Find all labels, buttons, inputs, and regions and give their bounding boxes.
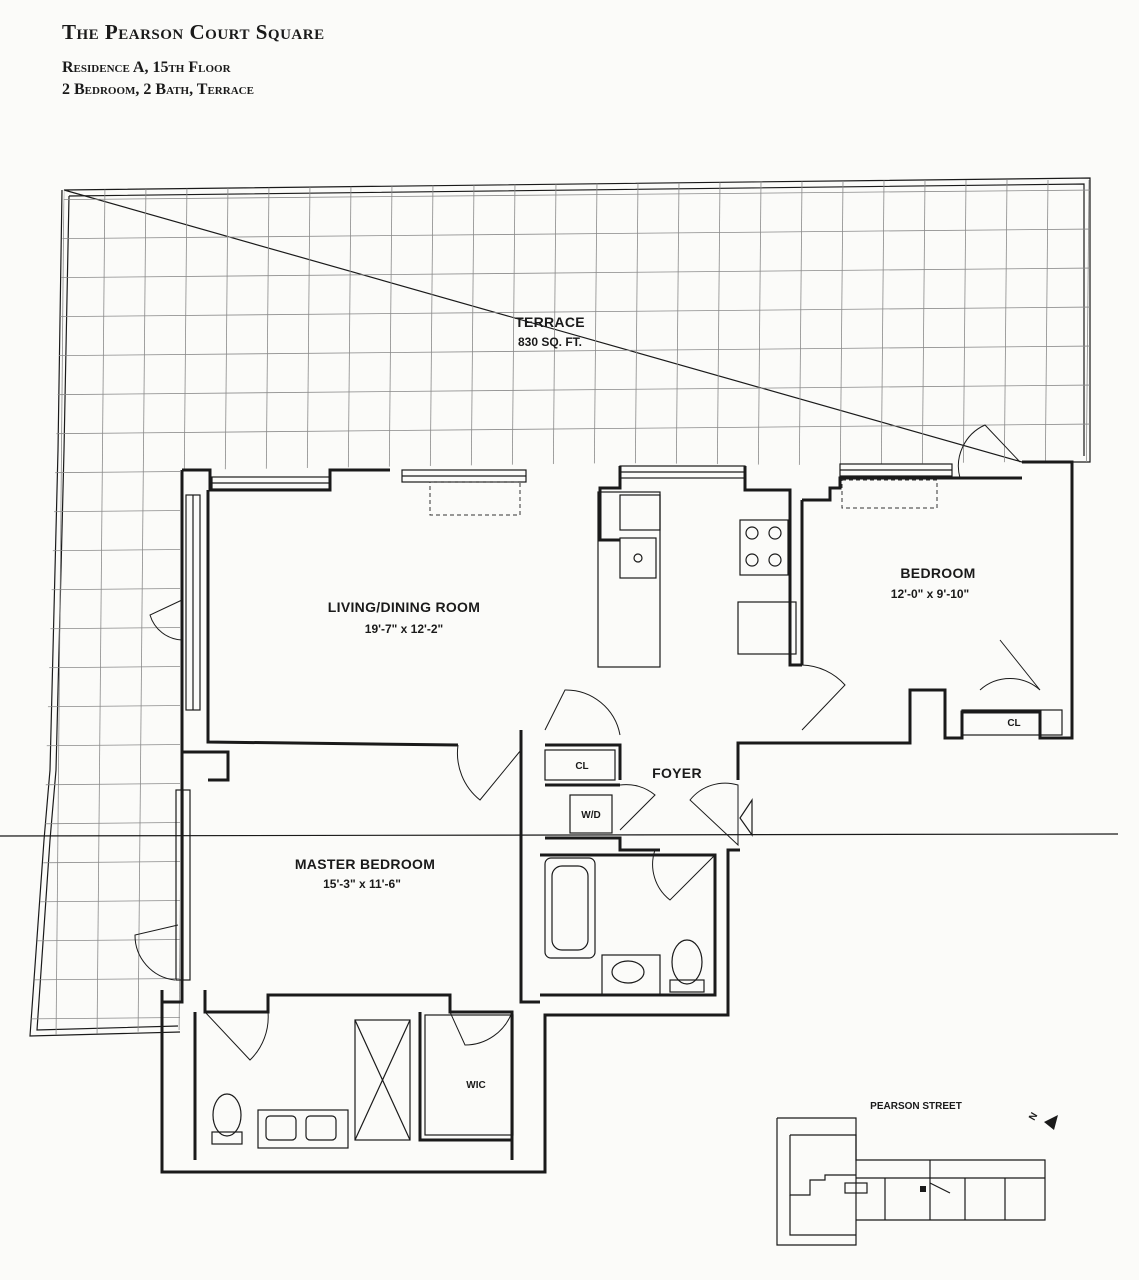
tile-line — [137, 179, 147, 1036]
tile-line — [506, 179, 516, 1036]
tile-line — [588, 179, 598, 1036]
tile-line — [629, 179, 639, 1036]
bath-fixtures — [211, 857, 705, 1149]
tile-line — [55, 179, 65, 1036]
bedroom-dims: 12'-0" x 9'-10" — [891, 587, 969, 601]
plan-header: The Pearson Court Square Residence A, 15… — [62, 20, 325, 101]
key-plan: PEARSON STREET N — [776, 1101, 1058, 1246]
stair-icon — [920, 1186, 926, 1192]
tile-line — [219, 179, 229, 1036]
tile-line — [1080, 179, 1090, 1036]
foyer-label: FOYER — [652, 765, 702, 781]
tile-line — [998, 179, 1008, 1036]
tile-line — [30, 423, 1090, 435]
section-line — [0, 833, 1119, 837]
tile-line — [30, 306, 1090, 318]
doors — [134, 424, 1041, 1061]
north-arrow-icon — [1044, 1115, 1058, 1130]
tile-line — [30, 384, 1090, 396]
tile-line — [957, 179, 967, 1036]
tile-line — [30, 267, 1090, 279]
master-label: MASTER BEDROOM — [295, 856, 435, 872]
street-label: PEARSON STREET — [870, 1101, 962, 1112]
tile-line — [1039, 179, 1049, 1036]
wic-label: WIC — [466, 1080, 485, 1091]
living-label: LIVING/DINING ROOM — [328, 599, 480, 615]
wd-label: W/D — [581, 810, 600, 821]
terrace-label: TERRACE — [515, 314, 585, 330]
tile-line — [30, 189, 1090, 201]
tile-line — [96, 179, 106, 1036]
room-labels: TERRACE 830 SQ. FT. LIVING/DINING ROOM 1… — [295, 314, 1021, 1091]
kitchen — [429, 479, 938, 668]
residence-label: Residence A, 15th Floor — [62, 59, 231, 76]
bedroom-label: BEDROOM — [900, 565, 975, 581]
tile-line — [301, 179, 311, 1036]
master-dims: 15'-3" x 11'-6" — [323, 877, 401, 891]
closets — [544, 709, 1063, 834]
north-label: N — [1027, 1111, 1040, 1123]
closet-label-1: CL — [575, 761, 588, 772]
tile-line — [30, 345, 1090, 357]
tile-line — [30, 228, 1090, 240]
windows — [175, 463, 953, 981]
tile-line — [752, 179, 762, 1036]
terrace-area: 830 SQ. FT. — [518, 335, 582, 349]
building-title: The Pearson Court Square — [62, 20, 325, 44]
closet-label-2: CL — [1007, 718, 1020, 729]
tile-line — [670, 179, 680, 1036]
tile-line — [260, 179, 270, 1036]
unit-summary: 2 Bedroom, 2 Bath, Terrace — [62, 81, 254, 98]
living-dims: 19'-7" x 12'-2" — [365, 622, 443, 636]
